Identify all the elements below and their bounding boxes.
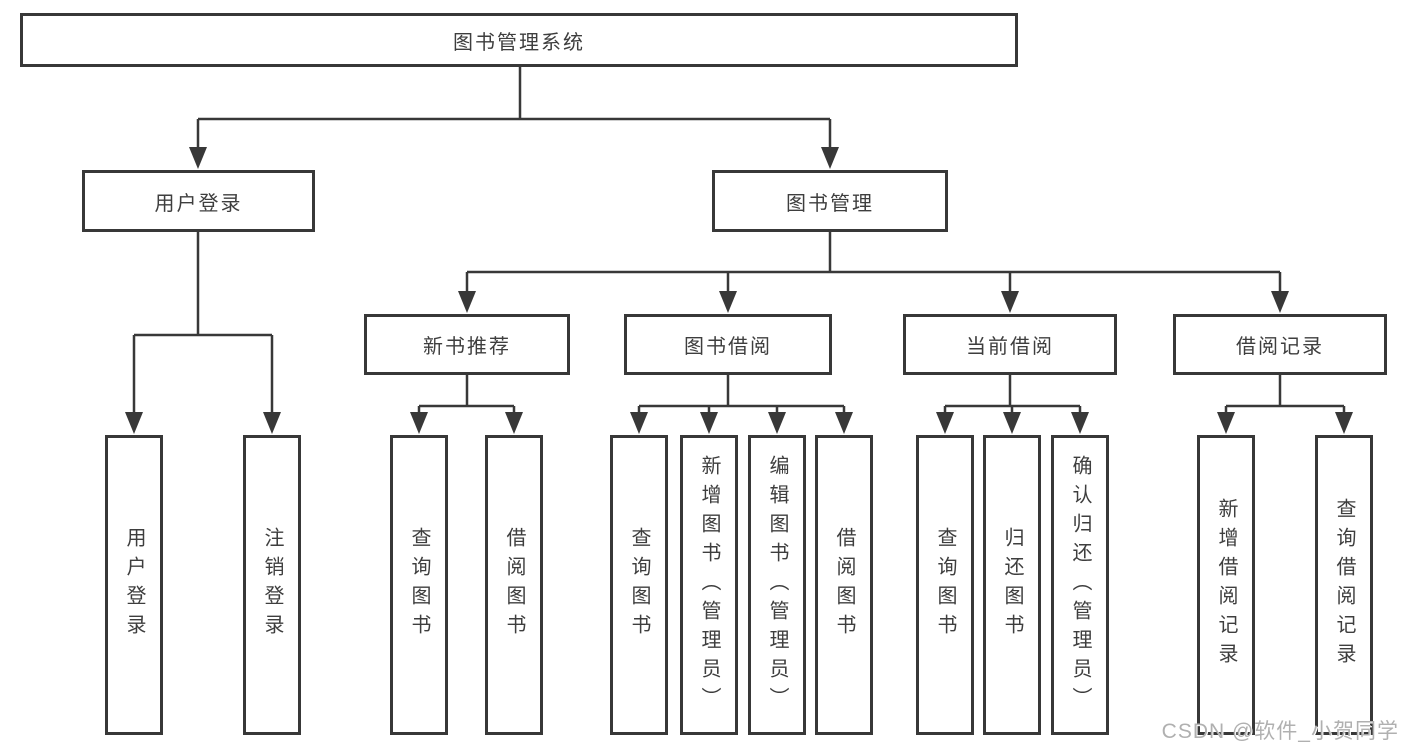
node-leaf-add-books-admin: 新增图书（管理员） <box>680 435 738 735</box>
node-label: 借阅图书 <box>503 527 525 643</box>
node-leaf-query-borrow-record: 查询借阅记录 <box>1315 435 1373 735</box>
node-label: 新增图书（管理员） <box>698 454 720 716</box>
node-leaf-add-borrow-record: 新增借阅记录 <box>1197 435 1255 735</box>
node-book-management-branch: 图书管理 <box>712 170 948 232</box>
node-label: 查询借阅记录 <box>1333 498 1355 672</box>
node-user-login-branch: 用户登录 <box>82 170 315 232</box>
node-label: 用户登录 <box>123 527 145 643</box>
node-leaf-return-books: 归还图书 <box>983 435 1041 735</box>
csdn-watermark: CSDN @软件_小贺同学 <box>1161 720 1399 743</box>
node-label: 查询图书 <box>628 527 650 643</box>
node-leaf-query-books-current: 查询图书 <box>916 435 974 735</box>
node-borrowing-records: 借阅记录 <box>1173 314 1387 375</box>
node-label: 用户登录 <box>154 192 243 215</box>
node-label: 编辑图书（管理员） <box>766 454 788 716</box>
node-label: 查询图书 <box>934 527 956 643</box>
node-label: 新增借阅记录 <box>1215 498 1237 672</box>
node-new-book-recommendation: 新书推荐 <box>364 314 570 375</box>
node-label: 借阅记录 <box>1236 336 1324 358</box>
node-leaf-borrow-books-recommend: 借阅图书 <box>485 435 543 735</box>
node-leaf-logout: 注销登录 <box>243 435 301 735</box>
node-leaf-edit-books-admin: 编辑图书（管理员） <box>748 435 806 735</box>
node-leaf-borrow-books: 借阅图书 <box>815 435 873 735</box>
node-label: 图书管理系统 <box>453 31 585 54</box>
node-label: 确认归还（管理员） <box>1069 454 1091 716</box>
node-book-borrowing: 图书借阅 <box>624 314 832 375</box>
node-label: 查询图书 <box>408 527 430 643</box>
node-label: 归还图书 <box>1001 527 1023 643</box>
node-leaf-query-books-borrowing: 查询图书 <box>610 435 668 735</box>
node-label: 新书推荐 <box>423 336 511 358</box>
node-library-management-system: 图书管理系统 <box>20 13 1018 67</box>
node-leaf-confirm-return-admin: 确认归还（管理员） <box>1051 435 1109 735</box>
node-leaf-query-books-recommend: 查询图书 <box>390 435 448 735</box>
node-label: 图书管理 <box>786 192 874 215</box>
node-label: 当前借阅 <box>966 336 1054 358</box>
node-label: 注销登录 <box>261 527 283 643</box>
node-leaf-user-login: 用户登录 <box>105 435 163 735</box>
node-current-borrowing: 当前借阅 <box>903 314 1117 375</box>
node-label: 图书借阅 <box>684 336 772 358</box>
node-label: 借阅图书 <box>833 527 855 643</box>
